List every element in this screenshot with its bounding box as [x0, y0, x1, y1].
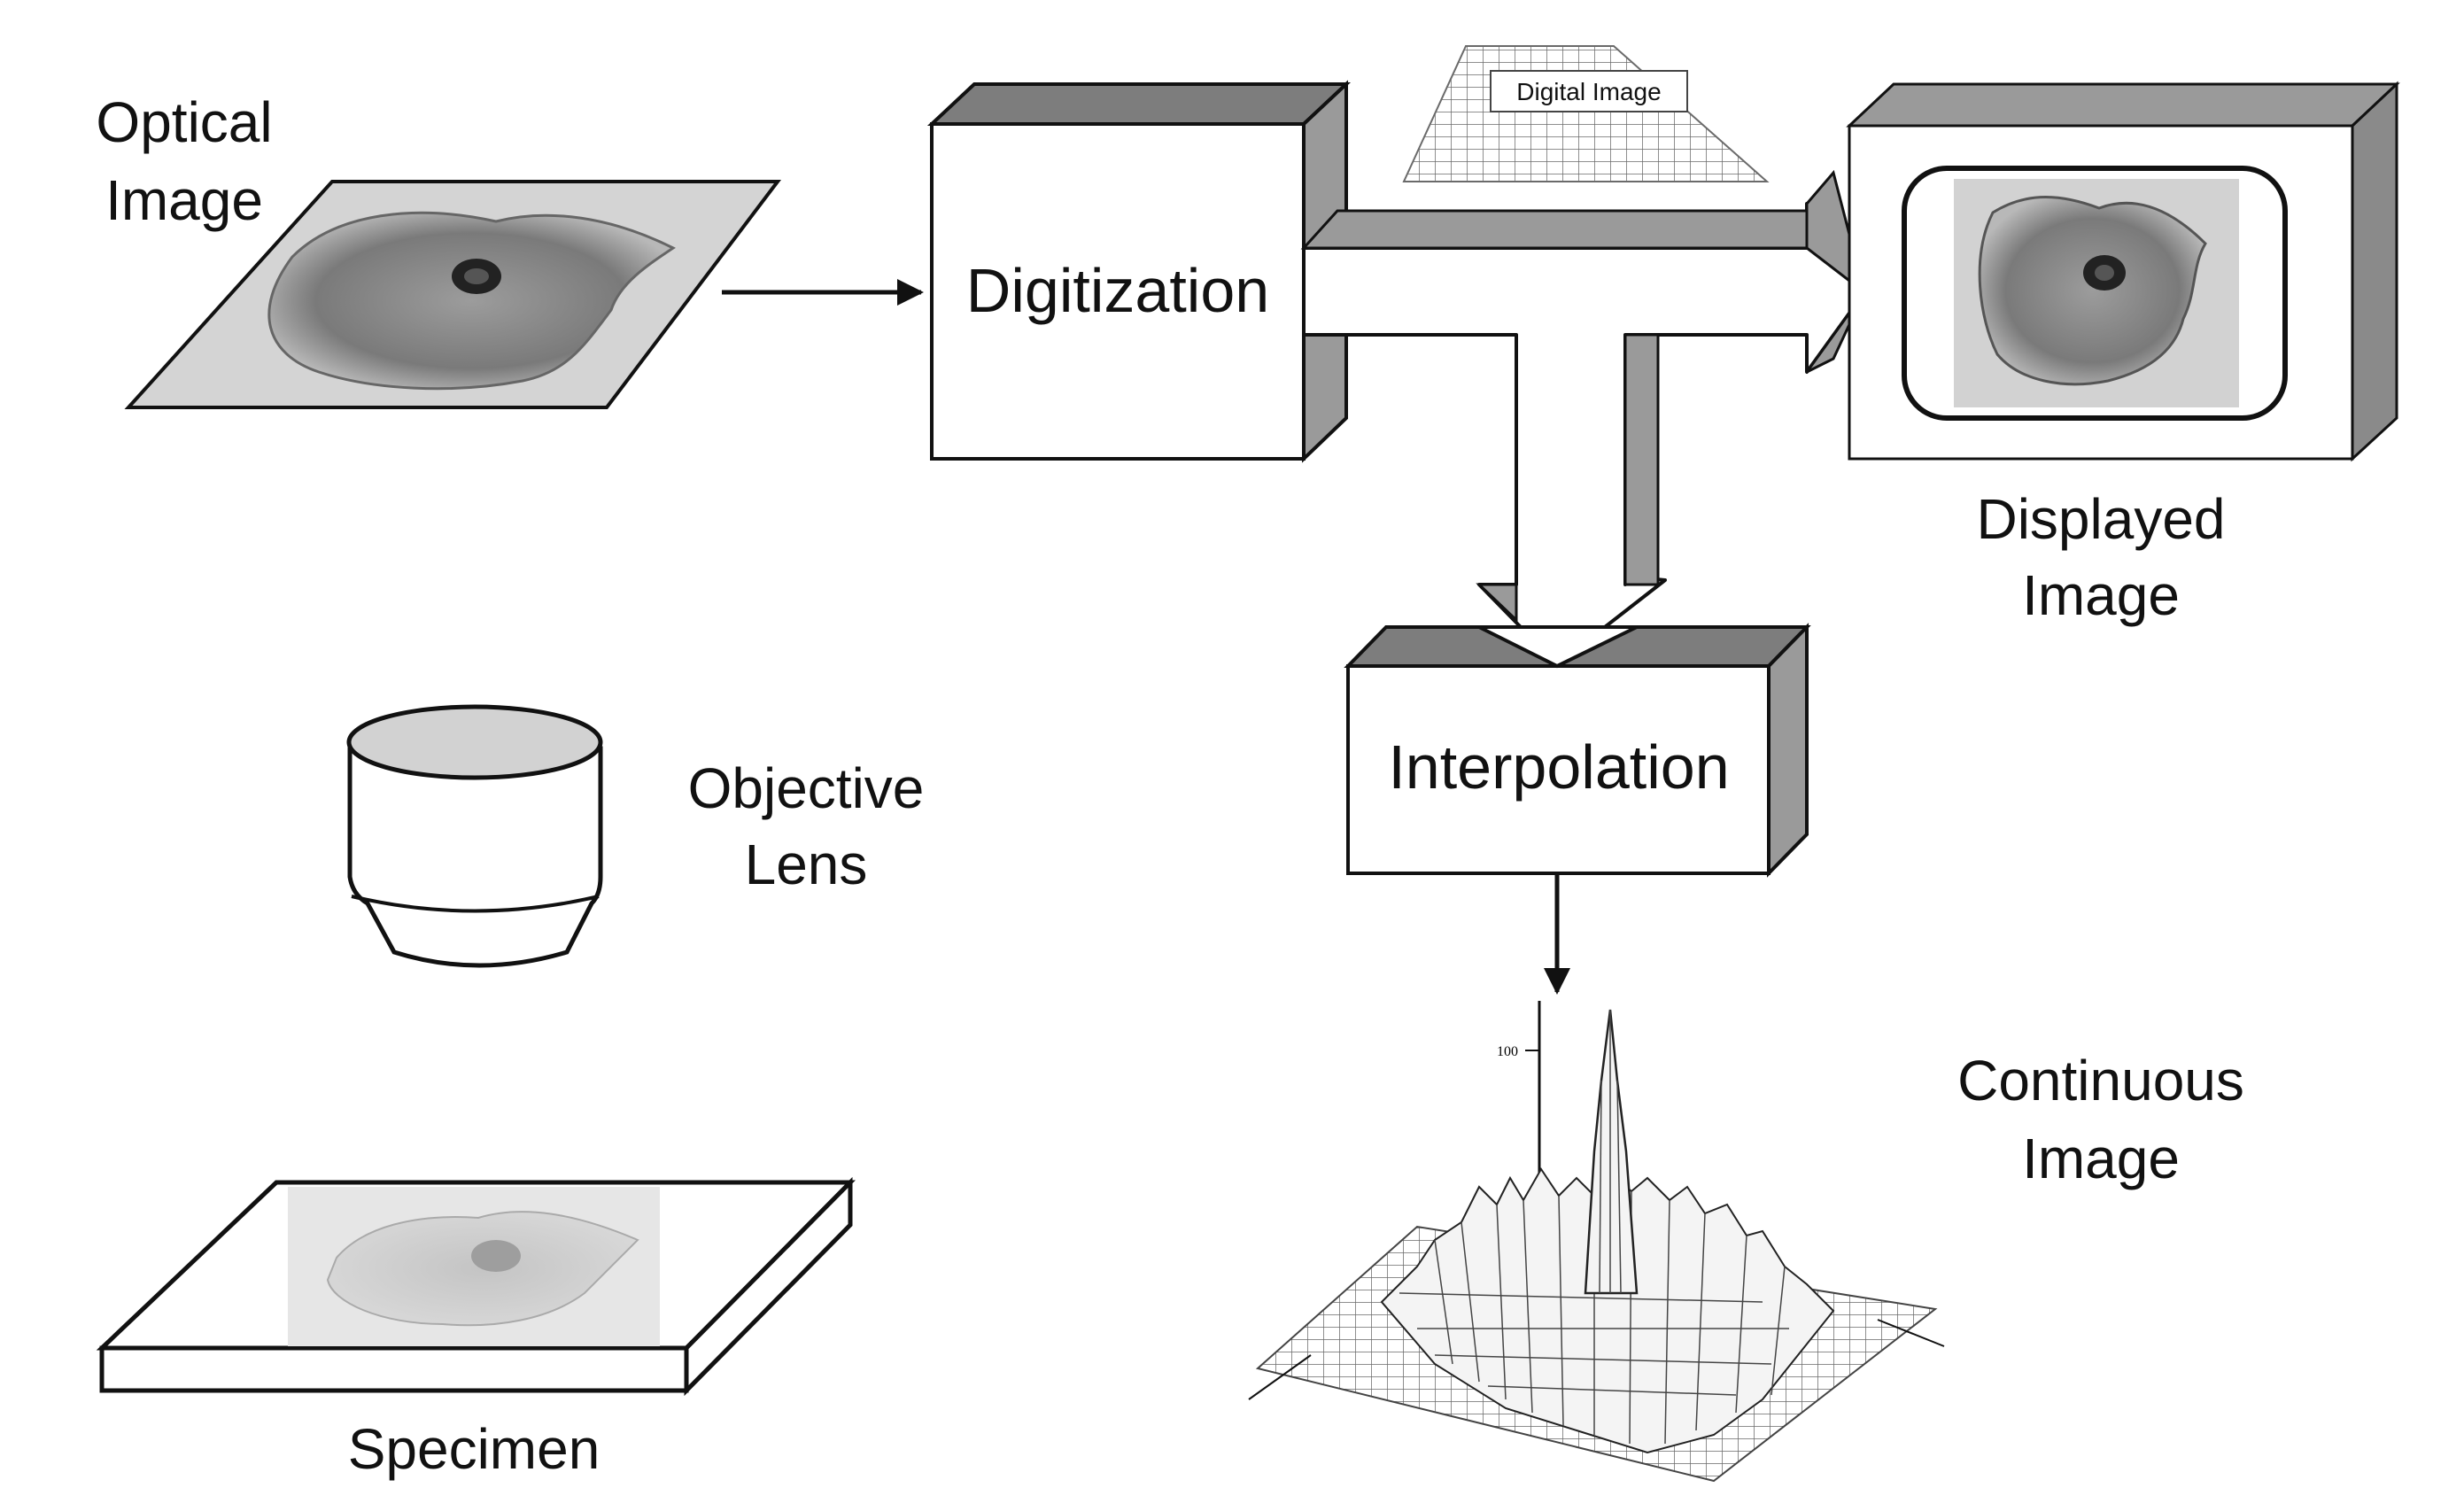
flow-arrow-top-shadow — [1300, 209, 1809, 250]
flow-arrow-horizontal — [1302, 202, 1866, 666]
digitization-label: Digitization — [966, 256, 1269, 325]
flow-arrow-vertical-head-left — [1476, 583, 1518, 624]
optical-cell-nucleus-core — [464, 268, 489, 284]
interpolation-arrow-notch — [1478, 625, 1638, 669]
displayed-image-label-line1: Displayed — [1976, 487, 2225, 551]
continuous-image-plot: 100 0 Continuous Image — [1248, 1001, 2244, 1483]
specimen-cell-nucleus — [471, 1240, 521, 1272]
displayed-box-top — [1846, 82, 2400, 128]
displayed-cell-nucleus-core — [2095, 265, 2114, 281]
objective-lens-group: Objective Lens — [346, 704, 925, 968]
specimen-slide-side — [684, 1176, 853, 1397]
interpolation-box-front — [1346, 664, 1771, 875]
flow-arrow-vertical-shadow — [1623, 333, 1660, 586]
digital-image-label-box — [1490, 70, 1688, 112]
surface-axis-x-left — [1248, 1354, 1312, 1400]
digital-image-grid-group: Digital Image — [1402, 45, 1770, 182]
surface-z-tick-100-label: 100 — [1497, 1044, 1518, 1059]
displayed-image-label-line2: Image — [2022, 563, 2180, 627]
optical-cell-icon — [267, 211, 676, 391]
interpolation-box: Interpolation — [1344, 623, 1811, 995]
optical-image-group: Optical Image — [96, 90, 924, 409]
objective-lens-label-line2: Lens — [745, 833, 868, 896]
objective-lens-label-line1: Objective — [688, 756, 925, 820]
digital-image-grid — [1402, 45, 1770, 182]
optical-image-label-line1: Optical — [96, 90, 272, 154]
interpolation-label: Interpolation — [1388, 732, 1729, 802]
specimen-label: Specimen — [348, 1417, 601, 1481]
displayed-box-side — [2351, 81, 2398, 462]
specimen-group: Specimen — [96, 1176, 856, 1481]
objective-lens-band — [351, 895, 600, 913]
objective-lens-body — [347, 746, 603, 968]
displayed-image-box: Displayed Image — [1846, 81, 2400, 627]
digitization-box-top — [926, 82, 1352, 126]
digital-image-label: Digital Image — [1516, 78, 1661, 105]
surface-axis-x-right — [1877, 1319, 1945, 1347]
digitization-box-front — [930, 122, 1306, 461]
optical-image-label-line2: Image — [105, 168, 263, 232]
surface-peak-ridges — [1599, 1010, 1622, 1294]
surface-hill-ridges — [1399, 1190, 1789, 1445]
objective-lens-top — [346, 704, 603, 780]
displayed-cell-icon — [1978, 196, 2207, 386]
continuous-image-label-line1: Continuous — [1957, 1049, 2244, 1112]
flow-arrow-t — [1300, 169, 1867, 666]
interpolation-box-side — [1767, 623, 1809, 878]
digitization-box: Digitization — [926, 80, 1352, 463]
continuous-image-label-line2: Image — [2022, 1127, 2180, 1190]
surface-peak — [1584, 1009, 1639, 1295]
specimen-slide-front — [99, 1345, 689, 1393]
